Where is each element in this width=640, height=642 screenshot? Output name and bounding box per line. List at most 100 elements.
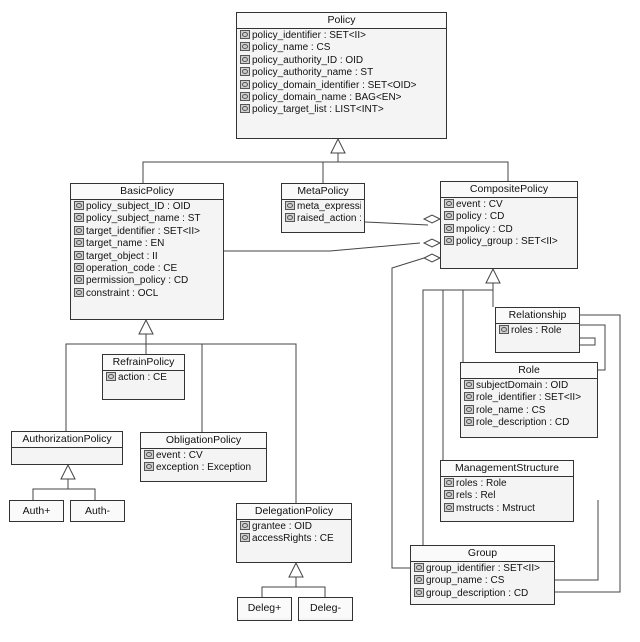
- class-basic-policy[interactable]: BasicPolicy policy_subject_ID : OID poli…: [70, 183, 224, 320]
- attribute-icon: [240, 54, 250, 64]
- attribute-row: policy_subject_name : ST: [74, 213, 220, 225]
- attribute-icon: [240, 42, 250, 52]
- class-meta-policy[interactable]: MetaPolicy meta_expression raised_action…: [281, 183, 365, 233]
- association-line: [580, 337, 596, 346]
- attribute-icon: [444, 490, 454, 500]
- generalization-line: [65, 334, 147, 431]
- attribute-row: policy_domain_identifier : SET<OID>: [240, 79, 443, 92]
- attribute-icon: [444, 502, 454, 512]
- attribute-list: meta_expression raised_action : CE: [282, 200, 364, 228]
- class-management-structure[interactable]: ManagementStructure roles : Role rels : …: [440, 460, 574, 522]
- attribute-row: role_name : CS: [464, 404, 594, 417]
- attribute-icon: [464, 380, 474, 389]
- association-line: [555, 500, 599, 581]
- generalization-arrowhead: [485, 267, 501, 284]
- attribute-row: policy_group : SET<II>: [444, 236, 574, 248]
- attribute-icon: [240, 92, 250, 102]
- attribute-row: policy : CD: [444, 211, 574, 223]
- attribute-row: roles : Role: [499, 325, 576, 337]
- class-deleg-plus[interactable]: Deleg+: [237, 597, 292, 621]
- class-role[interactable]: Role subjectDomain : OID role_identifier…: [460, 362, 598, 438]
- aggregation-diamond: [422, 214, 442, 224]
- attribute-icon: [444, 211, 454, 221]
- generalization-arrowhead: [138, 318, 154, 335]
- attribute-list: action : CE: [103, 371, 184, 386]
- attribute-icon: [74, 275, 84, 285]
- generalization-line: [422, 283, 494, 545]
- class-relationship[interactable]: Relationship roles : Role: [495, 307, 580, 353]
- attribute-row: accessRights : CE: [240, 533, 348, 545]
- attribute-icon: [240, 79, 250, 89]
- class-auth-plus[interactable]: Auth+: [9, 500, 64, 522]
- attribute-row: policy_domain_name : BAG<EN>: [240, 92, 443, 104]
- attribute-icon: [106, 372, 116, 381]
- generalization-line: [142, 161, 509, 183]
- aggregation-diamond: [422, 238, 442, 248]
- attribute-row: subjectDomain : OID: [464, 380, 594, 392]
- attribute-icon: [144, 450, 154, 459]
- attribute-row: operation_code : CE: [74, 263, 220, 275]
- class-title: ManagementStructure: [441, 461, 573, 477]
- class-title: Deleg-: [299, 598, 352, 618]
- attribute-icon: [444, 236, 454, 246]
- generalization-line: [68, 488, 96, 500]
- attribute-row: rels : Rel: [444, 490, 570, 502]
- class-delegation-policy[interactable]: DelegationPolicy grantee : OID accessRig…: [236, 503, 352, 563]
- attribute-row: target_name : EN: [74, 238, 220, 250]
- attribute-icon: [444, 199, 454, 208]
- class-deleg-minus[interactable]: Deleg-: [298, 597, 353, 621]
- attribute-icon: [74, 201, 84, 210]
- class-obligation-policy[interactable]: ObligationPolicy event : CV exception : …: [140, 432, 267, 482]
- attribute-list: event : CV exception : Exception: [141, 449, 266, 477]
- generalization-line: [32, 479, 69, 500]
- attribute-list: policy_subject_ID : OID policy_subject_n…: [71, 200, 223, 302]
- attribute-icon: [240, 67, 250, 77]
- attribute-row: target_object : II: [74, 250, 220, 263]
- class-title: Group: [411, 546, 554, 562]
- attribute-row: policy_name : CS: [240, 42, 443, 54]
- generalization-arrowhead: [288, 561, 304, 578]
- association-line: [580, 324, 606, 371]
- class-title: Auth-: [71, 501, 124, 521]
- attribute-icon: [74, 238, 84, 248]
- attribute-row: role_description : CD: [464, 417, 594, 429]
- attribute-row: role_identifier : SET<II>: [464, 392, 594, 404]
- class-title: Role: [461, 363, 597, 379]
- attribute-row: event : CV: [444, 199, 574, 211]
- class-composite-policy[interactable]: CompositePolicy event : CV policy : CD m…: [440, 181, 578, 269]
- generalization-line: [146, 343, 297, 503]
- class-title: AuthorizationPolicy: [12, 432, 122, 448]
- attribute-row: exception : Exception: [144, 462, 263, 474]
- class-refrain-policy[interactable]: RefrainPolicy action : CE: [102, 354, 185, 400]
- attribute-row: mstructs : Mstruct: [444, 502, 570, 515]
- attribute-row: permission_policy : CD: [74, 275, 220, 287]
- attribute-row: policy_subject_ID : OID: [74, 201, 220, 213]
- class-auth-minus[interactable]: Auth-: [70, 500, 125, 522]
- association-line: [555, 314, 621, 593]
- attribute-row: meta_expression: [285, 201, 361, 213]
- association-line: [364, 221, 429, 226]
- attribute-list: group_identifier : SET<II> group_name : …: [411, 562, 554, 602]
- attribute-row: group_description : CD: [414, 587, 551, 600]
- attribute-row: policy_authority_name : ST: [240, 67, 443, 79]
- class-title: Policy: [237, 13, 446, 29]
- class-group[interactable]: Group group_identifier : SET<II> group_n…: [410, 545, 555, 605]
- generalization-arrowhead: [330, 137, 346, 154]
- attribute-icon: [144, 462, 154, 472]
- attribute-icon: [74, 225, 84, 235]
- attribute-icon: [464, 417, 474, 427]
- class-title: Auth+: [10, 501, 63, 521]
- attribute-row: target_identifier : SET<II>: [74, 225, 220, 238]
- attribute-icon: [240, 104, 250, 114]
- attribute-icon: [414, 575, 424, 585]
- attribute-row: event : CV: [144, 450, 263, 462]
- attribute-row: raised_action : CE: [285, 213, 361, 225]
- generalization-arrowhead: [60, 463, 76, 480]
- attribute-row: policy_identifier : SET<II>: [240, 30, 443, 42]
- attribute-icon: [74, 263, 84, 273]
- class-policy[interactable]: Policy policy_identifier : SET<II> polic…: [236, 12, 447, 139]
- attribute-icon: [240, 30, 250, 39]
- association-line: [224, 242, 421, 252]
- class-title: DelegationPolicy: [237, 504, 351, 520]
- class-authorization-policy[interactable]: AuthorizationPolicy: [11, 431, 123, 465]
